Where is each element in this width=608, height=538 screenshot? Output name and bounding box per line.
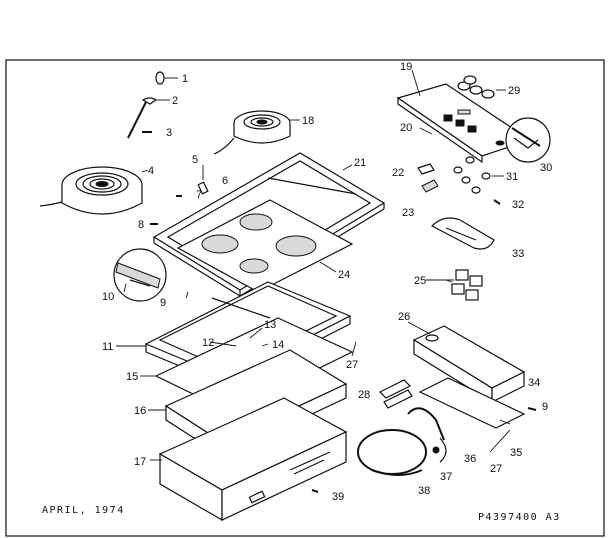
callout-5: 5	[192, 154, 198, 166]
sheet-border	[5, 59, 605, 537]
callout-24: 24	[338, 269, 350, 281]
callout-16: 16	[134, 405, 146, 417]
callout-15: 15	[126, 371, 138, 383]
callout-25: 25	[414, 275, 426, 287]
callout-31: 31	[506, 171, 518, 183]
part-knob	[155, 71, 178, 85]
part-switch-shafts-31	[453, 156, 504, 194]
callout-8: 8	[138, 219, 144, 231]
callout-26: 26	[398, 311, 410, 323]
part-bracket-23	[421, 179, 439, 193]
part-control-panel	[396, 83, 532, 164]
callout-27-repeat: 27	[490, 463, 502, 475]
callout-17: 17	[134, 456, 146, 468]
part-screw-32	[493, 199, 501, 205]
callout-leaders	[116, 69, 511, 461]
part-trim-plate-33	[430, 217, 495, 250]
part-probe	[127, 97, 170, 139]
callout-35: 35	[510, 447, 522, 459]
part-surface-element-large	[39, 166, 149, 215]
callout-39: 39	[332, 491, 344, 503]
callout-23: 23	[402, 207, 414, 219]
part-surface-element-small	[213, 110, 300, 155]
part-bracket-22	[417, 163, 435, 175]
part-corner-detail-30	[505, 117, 551, 163]
callout-3: 3	[166, 127, 172, 139]
callout-30: 30	[540, 162, 552, 174]
callout-12: 12	[202, 337, 214, 349]
callout-21: 21	[354, 157, 366, 169]
callout-7: 7	[196, 189, 202, 201]
part-knobs-29	[457, 75, 506, 99]
callout-32: 32	[512, 199, 524, 211]
part-terminal-block-25	[445, 269, 483, 301]
part-hardware-5-6-7-8	[150, 165, 209, 225]
callout-28: 28	[358, 389, 370, 401]
part-glass-cooktop	[176, 199, 354, 293]
footer-code: P4397400 A3	[478, 512, 561, 523]
part-bottom-box	[158, 397, 348, 522]
part-power-cord	[357, 407, 447, 476]
callout-38: 38	[418, 485, 430, 497]
callout-22: 22	[392, 167, 404, 179]
part-screw-39	[311, 489, 319, 493]
callout-13: 13	[264, 319, 276, 331]
callout-1: 1	[182, 73, 188, 85]
callout-27: 27	[346, 359, 358, 371]
part-clip-28	[378, 379, 413, 409]
callout-10: 10	[102, 291, 114, 303]
callout-9: 9	[160, 297, 166, 309]
part-corner-detail-10	[113, 248, 167, 302]
callout-33: 33	[512, 248, 524, 260]
callout-36: 36	[464, 453, 476, 465]
callout-11: 11	[102, 341, 113, 353]
callout-34: 34	[528, 377, 540, 389]
callout-6: 6	[222, 175, 228, 187]
callout-29: 29	[508, 85, 520, 97]
callout-9-repeat: 9	[542, 401, 548, 413]
callout-20: 20	[400, 122, 412, 134]
part-junction-box-26	[412, 325, 526, 404]
footer-date: APRIL, 1974	[42, 505, 125, 516]
callout-2: 2	[172, 95, 178, 107]
callout-19: 19	[400, 61, 412, 73]
part-plate-34-35	[418, 377, 537, 429]
callout-18: 18	[302, 115, 314, 127]
callout-4: 4	[148, 165, 154, 177]
callout-14: 14	[272, 339, 284, 351]
callout-numbers: 1 2 3 4 5 6 7 8 9 10 11 12 13 14 15 16 1…	[102, 61, 552, 503]
callout-37: 37	[440, 471, 452, 483]
